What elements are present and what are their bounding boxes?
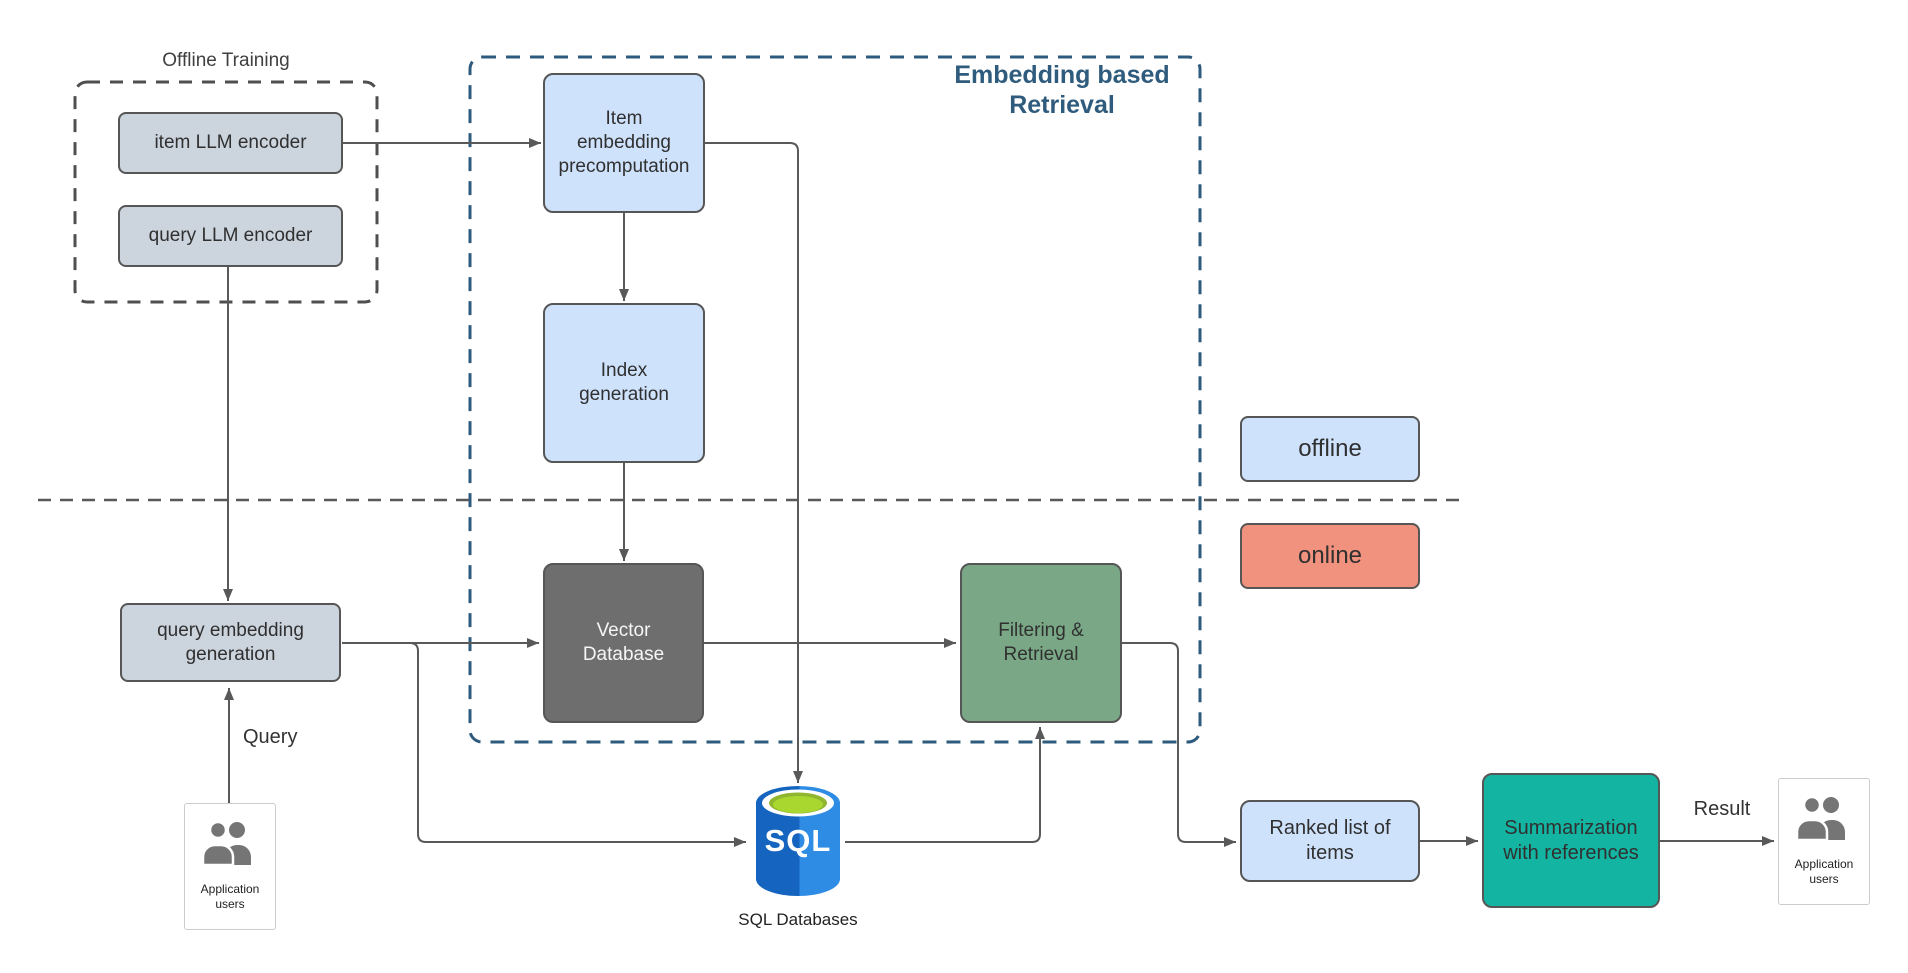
embedding-retrieval-title: Embedding based Retrieval bbox=[954, 61, 1170, 119]
legend-online: online bbox=[1240, 523, 1420, 589]
embedding-retrieval-group-border bbox=[468, 55, 1202, 744]
edge-queryembedding-to-sql bbox=[342, 642, 746, 847]
offline-training-title: Offline Training bbox=[162, 50, 290, 71]
edge-filtering-to-rankedlist bbox=[1122, 642, 1236, 847]
app-users-left-card: Application users bbox=[184, 803, 276, 930]
node-item-llm-encoder: item LLM encoder bbox=[118, 112, 343, 174]
result-edge-label: Result bbox=[1693, 798, 1751, 820]
node-vector-database: Vector Database bbox=[543, 563, 704, 723]
edge-sql-to-filtering bbox=[845, 727, 1045, 843]
node-index-generation: Index generation bbox=[543, 303, 705, 463]
node-query-llm-encoder: query LLM encoder bbox=[118, 205, 343, 267]
offline-training-group-border bbox=[73, 80, 379, 304]
users-icon bbox=[201, 820, 259, 872]
query-edge-label: Query bbox=[243, 726, 298, 748]
edge-itemembedding-to-sql bbox=[705, 142, 803, 783]
node-summarization: Summarization with references bbox=[1482, 773, 1660, 908]
sql-icon-text: SQL bbox=[764, 823, 832, 858]
app-users-right-label: Application users bbox=[1794, 857, 1854, 886]
users-icon bbox=[1795, 795, 1853, 847]
node-item-embedding-precomputation: Item embedding precomputation bbox=[543, 73, 705, 213]
app-users-right-card: Application users bbox=[1778, 778, 1870, 905]
node-query-embedding-generation: query embedding generation bbox=[120, 603, 341, 682]
legend-offline: offline bbox=[1240, 416, 1420, 482]
sql-database-icon: SQL bbox=[750, 785, 846, 901]
node-ranked-list: Ranked list of items bbox=[1240, 800, 1420, 882]
sql-databases-label: SQL Databases bbox=[738, 910, 858, 929]
app-users-left-label: Application users bbox=[200, 882, 260, 911]
node-filtering-retrieval: Filtering & Retrieval bbox=[960, 563, 1122, 723]
